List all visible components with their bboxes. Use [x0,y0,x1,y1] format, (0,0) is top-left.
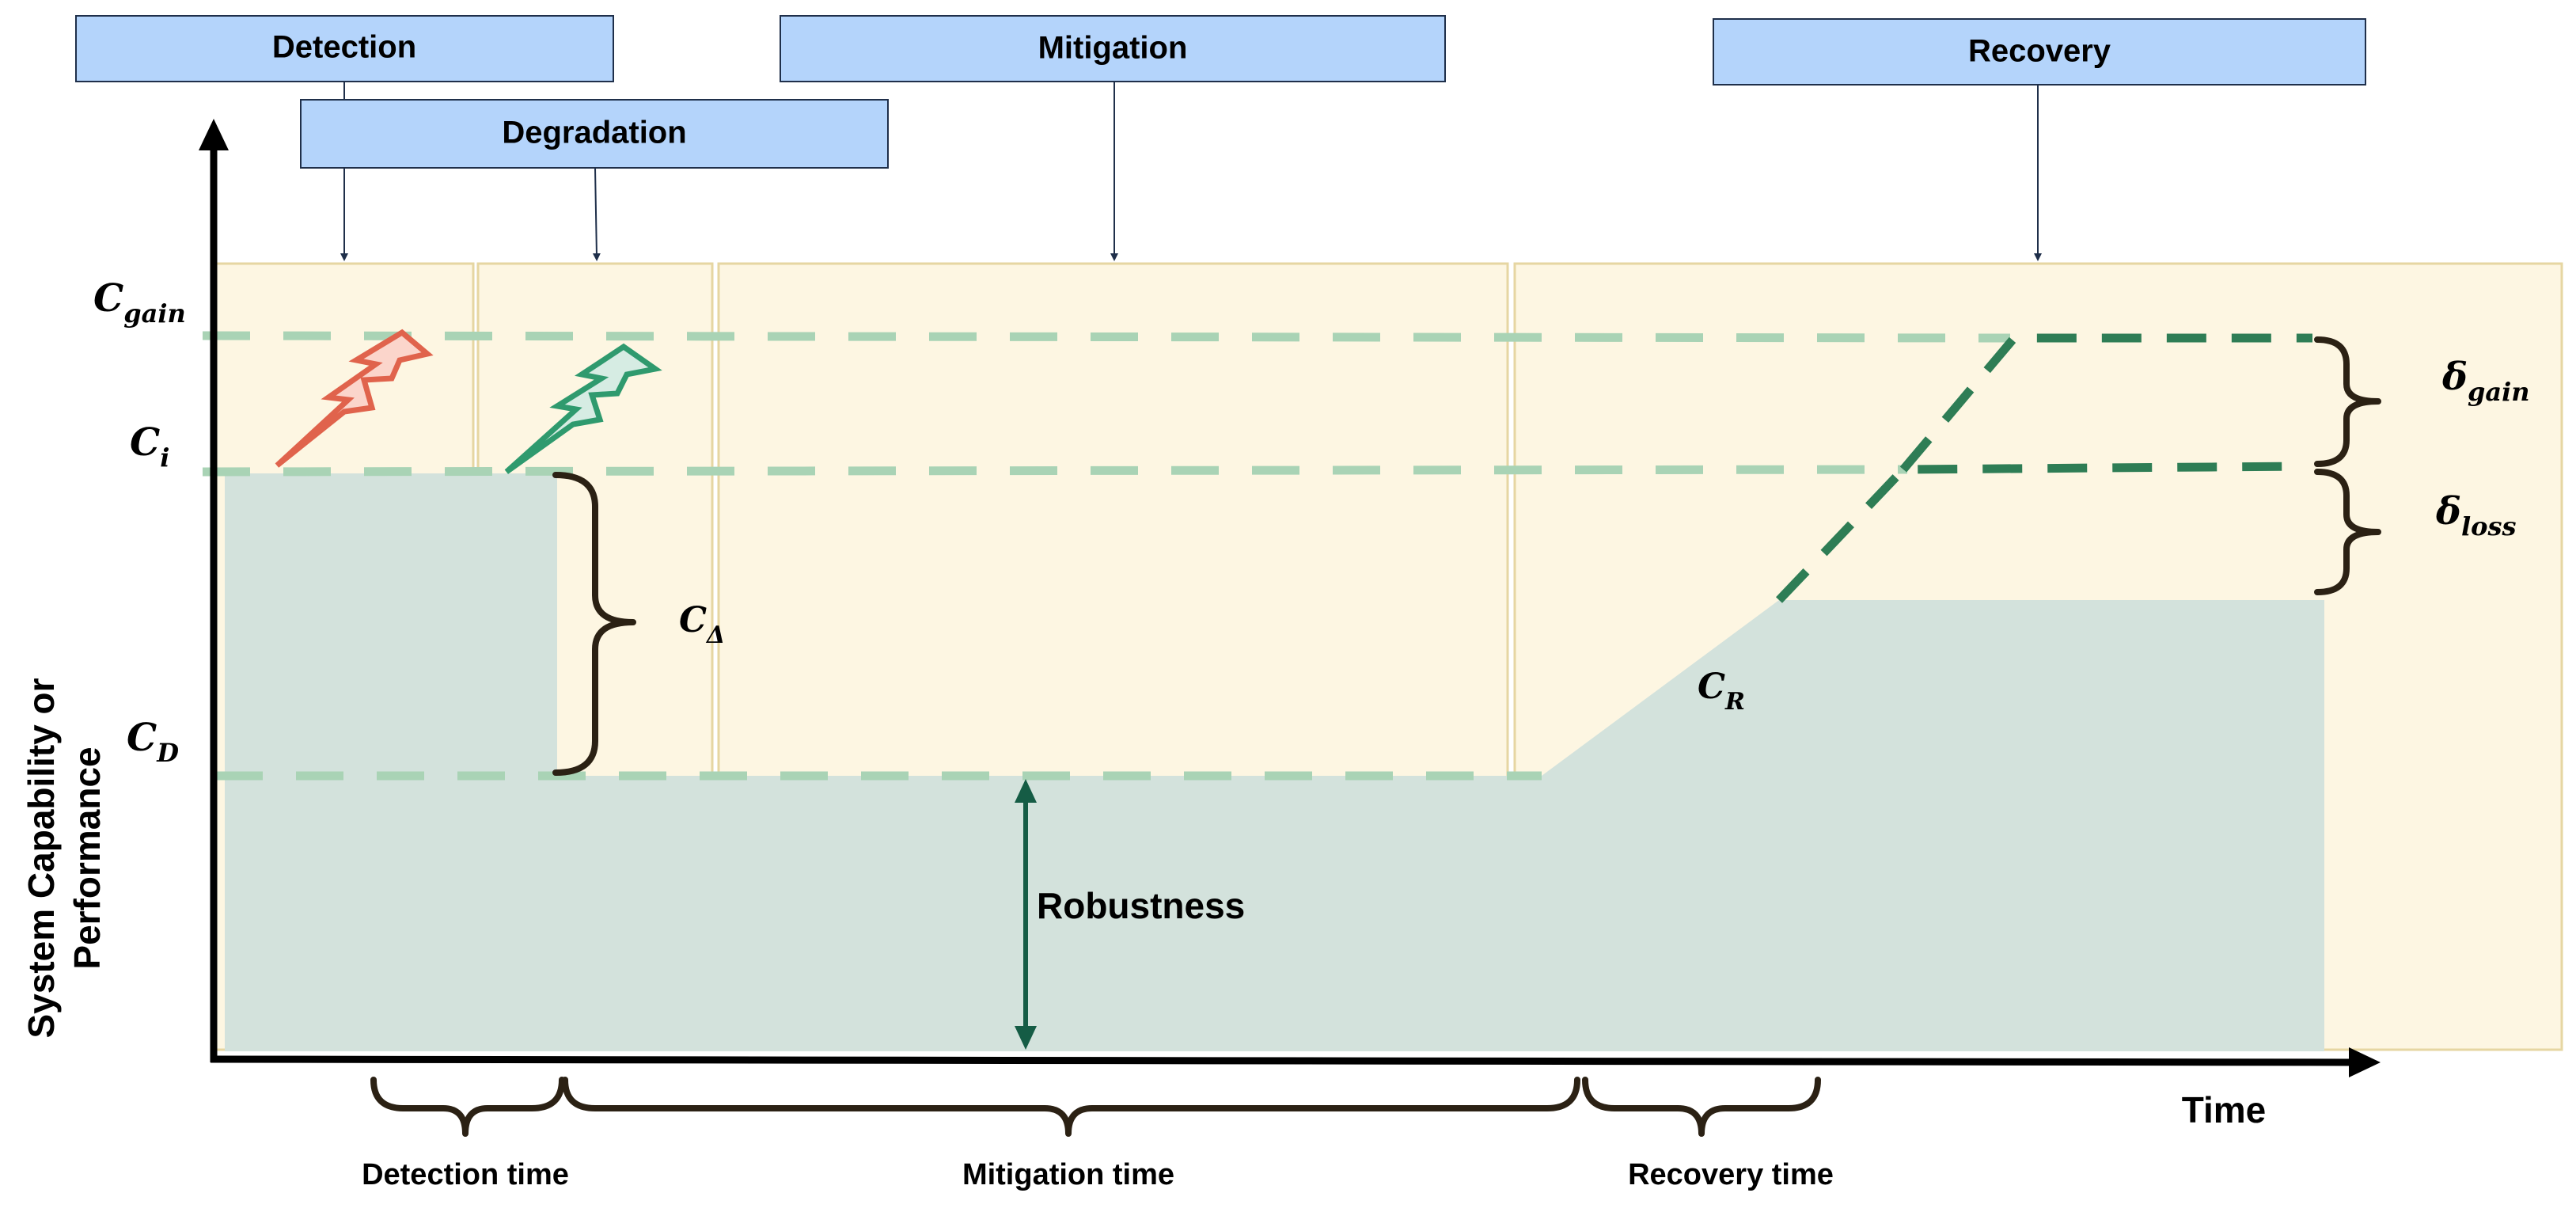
c-r-label: CR [1698,667,1745,716]
detection-time-label: Detection time [362,1158,569,1191]
robustness-label: Robustness [1037,885,1245,926]
delta-loss-brace [2314,469,2381,595]
disruption-bolt-icon [275,329,434,468]
mitigation-box: Mitigation [780,15,1446,82]
phase-headers: Detection Degradation Mitigation Recover… [75,15,2366,169]
recovery-action-bolt-icon [504,343,662,474]
robustness-arrowhead-bottom [1015,1026,1037,1050]
c-gain-dashed-line [202,331,2011,343]
degradation-box: Degradation [300,99,889,169]
delta-gain-label: δgain [2441,355,2530,407]
detection-time-brace [370,1077,565,1137]
x-axis-label: Time [2182,1089,2267,1130]
y-axis-label-line1: System Capability or [21,678,62,1038]
mitigation-time-label: Mitigation time [962,1158,1174,1191]
delta-loss-label: δloss [2435,489,2517,541]
recovery-time-brace [1582,1077,1821,1137]
x-axis [210,1055,2355,1066]
y-axis-label-line2: Performance [66,747,108,969]
reference-levels [202,331,2011,781]
mitigation-label: Mitigation [1038,31,1188,66]
y-axis-arrowhead [199,119,229,150]
braces [370,336,2381,1137]
axes [199,119,2381,1077]
x-axis-arrowhead [2349,1047,2381,1077]
recovery-box: Recovery [1713,18,2366,85]
phase-connectors [340,82,2042,261]
c-delta-brace [552,472,636,776]
c-delta-label: CΔ [679,600,725,649]
detection-box: Detection [75,15,614,82]
recovery-label: Recovery [1968,34,2111,69]
c-d-label: CD [127,716,179,768]
degradation-label: Degradation [502,116,686,150]
robustness-arrow [1015,779,1037,1050]
c-gain-label: Cgain [93,276,186,329]
robustness-arrowhead-top [1015,779,1037,803]
degradation-connector [592,167,601,261]
recovery-time-label: Recovery time [1628,1158,1834,1191]
delta-gain-brace [2314,336,2381,467]
mitigation-time-brace [562,1077,1580,1137]
detection-label: Detection [272,30,416,65]
c-i-dashed-line [202,465,1908,477]
c-i-label: Ci [130,420,169,473]
capability-area [225,473,2324,1051]
